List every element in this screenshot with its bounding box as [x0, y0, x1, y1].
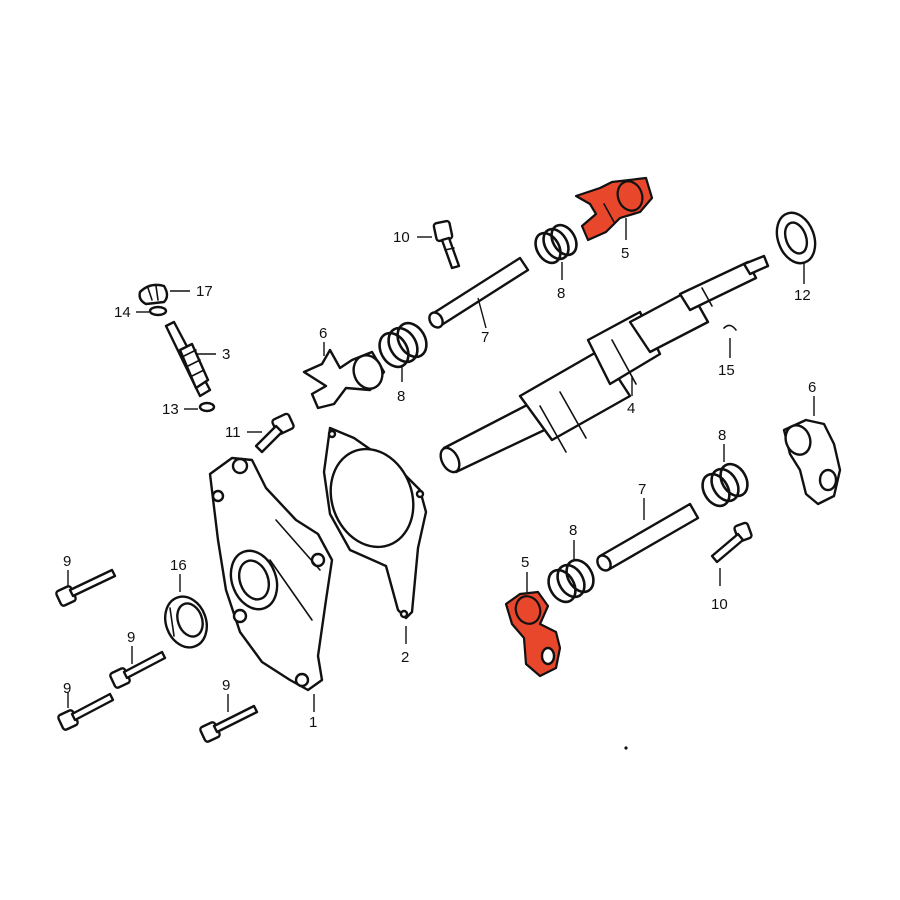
label-15: 15 — [718, 362, 735, 379]
bolt-9-b[interactable] — [109, 650, 167, 689]
shift-drum-4[interactable] — [437, 254, 770, 475]
shaft-7-lower[interactable] — [595, 502, 700, 573]
bolt-10-lower[interactable] — [710, 521, 753, 564]
oil-seal-16[interactable] — [158, 591, 213, 654]
label-5-upper: 5 — [621, 245, 629, 262]
label-11: 11 — [225, 424, 241, 441]
bolt-11[interactable] — [254, 412, 295, 454]
label-7-upper: 7 — [481, 329, 489, 346]
label-9-b: 9 — [127, 629, 135, 646]
label-1: 1 — [309, 714, 317, 731]
label-14: 14 — [114, 304, 131, 321]
label-2: 2 — [401, 649, 409, 666]
label-13: 13 — [162, 401, 179, 418]
spring-8-lower-right[interactable] — [697, 459, 753, 510]
pin-15[interactable] — [723, 324, 737, 331]
oring-14[interactable] — [148, 305, 168, 317]
bolt-9-a[interactable] — [55, 568, 117, 607]
stray-dot — [624, 746, 628, 750]
oring-13[interactable] — [198, 401, 216, 413]
label-17: 17 — [196, 283, 213, 300]
label-3: 3 — [222, 346, 230, 363]
label-9-d: 9 — [222, 677, 230, 694]
spring-8-upper-right[interactable] — [530, 221, 581, 268]
label-5-lower: 5 — [521, 554, 529, 571]
shift-fork-6-right[interactable] — [782, 418, 842, 506]
shift-fork-5-upper[interactable] — [574, 176, 654, 242]
washer-12[interactable] — [770, 207, 822, 268]
bolt-9-d[interactable] — [199, 704, 259, 743]
label-10-lower: 10 — [711, 596, 728, 613]
gasket-2[interactable] — [317, 426, 428, 620]
label-8-upper-right: 8 — [557, 285, 565, 302]
label-6-right: 6 — [808, 379, 816, 396]
shift-fork-6-left[interactable] — [302, 348, 387, 410]
label-12: 12 — [794, 287, 811, 304]
gear-shaft-3[interactable] — [164, 320, 212, 398]
bolt-9-c[interactable] — [57, 692, 115, 731]
housing-1[interactable] — [208, 456, 334, 692]
shift-fork-5-lower[interactable] — [504, 590, 562, 678]
bolt-10-top[interactable] — [432, 219, 461, 270]
label-7-lower: 7 — [638, 481, 646, 498]
label-8-lower-right: 8 — [718, 427, 726, 444]
cap-17[interactable] — [138, 283, 169, 306]
label-8-left: 8 — [397, 388, 405, 405]
label-9-a: 9 — [63, 553, 71, 570]
shaft-7-upper[interactable] — [427, 256, 530, 330]
label-8-lower-left: 8 — [569, 522, 577, 539]
label-6-left: 6 — [319, 325, 327, 342]
label-10-top: 10 — [393, 229, 410, 246]
label-4: 4 — [627, 400, 635, 417]
spring-8-lower-left[interactable] — [543, 555, 599, 606]
label-16: 16 — [170, 557, 187, 574]
label-9-c: 9 — [63, 680, 71, 697]
spring-8-left[interactable] — [374, 318, 433, 372]
